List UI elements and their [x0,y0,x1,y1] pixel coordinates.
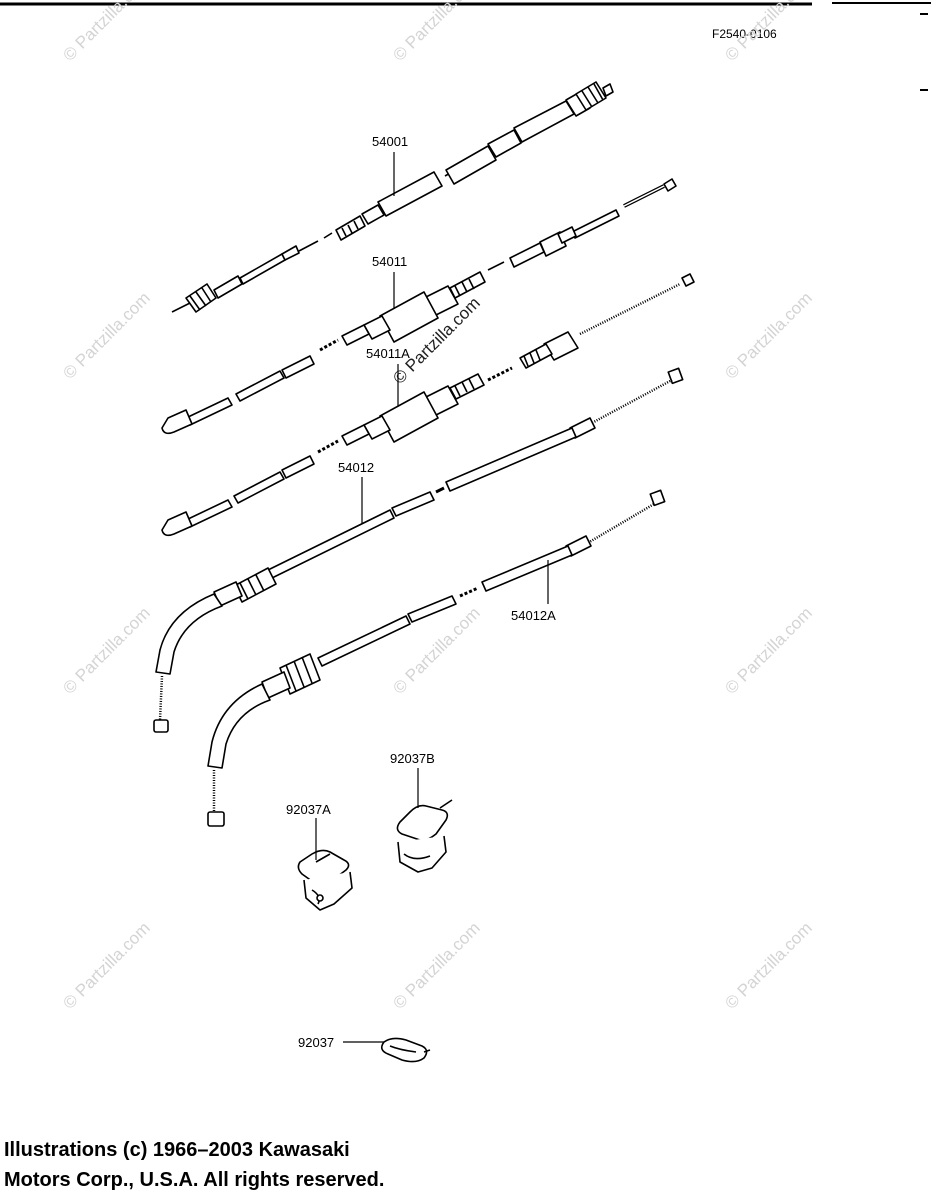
part-label-92037b: 92037B [390,751,435,766]
clamp-92037a [297,849,353,911]
clamp-92037 [380,1037,431,1063]
throttle-cable-a [207,489,666,827]
part-label-54001: 54001 [372,134,408,149]
part-label-54012a: 54012A [511,608,556,623]
copyright-line-2: Motors Corp., U.S.A. All rights reserved… [4,1169,385,1191]
watermark: © Partzilla.com [59,288,153,382]
part-label-54011: 54011 [372,254,407,269]
part-label-92037: 92037 [298,1035,334,1050]
figure-code: F2540-0106 [712,27,777,41]
watermark: © Partzilla.com [59,603,153,697]
part-label-92037a: 92037A [286,802,331,817]
part-label-54012: 54012 [338,460,374,475]
watermark: © Partzilla.com [721,603,815,697]
copyright-notice: Illustrations (c) 1966–2003 Kawasaki Mot… [4,1135,384,1195]
frame-lines [0,2,931,91]
leader-lines [315,152,549,1043]
watermark: © Partzilla.com [721,288,815,382]
tachometer-cable [161,178,677,435]
watermark: © Partzilla.com [389,0,483,65]
part-label-54011a: 54011A [366,346,410,361]
part-labels: 54001 54011 54011A 54012 54012A 92037A 9… [286,134,556,1050]
speedometer-cable [171,81,614,313]
tachometer-cable-a [161,273,695,537]
watermark: © Partzilla.com [59,918,153,1012]
copyright-line-1: Illustrations (c) 1966–2003 Kawasaki [4,1139,350,1161]
watermark: © Partzilla.com [721,918,815,1012]
watermark: © Partzilla.com [59,0,153,65]
throttle-cable [153,367,684,733]
clamp-92037b [396,799,453,873]
watermark: © Partzilla.com [389,918,483,1012]
